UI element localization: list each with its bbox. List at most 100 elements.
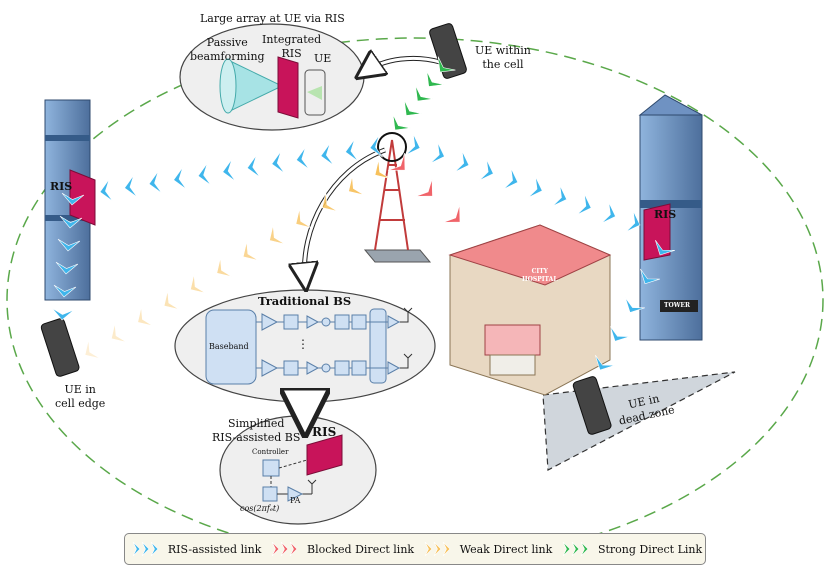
ris-link-chevron: [369, 135, 383, 158]
simplified-antenna: [307, 479, 317, 494]
ris-link-chevron: [173, 167, 187, 190]
pa-amplifier: [287, 486, 304, 502]
blocked-link-chevron: [387, 152, 406, 171]
passive-beamforming-label: Passive beamforming: [190, 36, 265, 63]
legend-chevron: [580, 541, 589, 557]
rf-combiner-block: [369, 308, 387, 384]
legend-chevron: [571, 541, 580, 557]
weak-link-chevron: [111, 323, 127, 343]
baseband-block: [205, 309, 257, 385]
legend-item-weak: Weak Direct link: [420, 541, 552, 557]
ris-link-chevron: [595, 354, 615, 371]
weak-link-chevron: [242, 241, 259, 261]
strong-link-chevrons: [392, 56, 456, 131]
ue-within-cell-phone: [429, 23, 467, 79]
ris-link-chevron: [610, 326, 630, 342]
legend-chevron: [141, 541, 150, 557]
ris-link-chevron: [552, 185, 568, 207]
legend-item-strong: Strong Direct Link: [558, 541, 702, 557]
ris-link-chevron: [640, 268, 660, 285]
weak-link-chevrons: [84, 159, 391, 359]
ris-link-chevron: [430, 142, 445, 164]
ris-link-chevrons-right-down: [595, 239, 675, 371]
integrated-ris-panel: [277, 56, 299, 119]
legend-chevron: [150, 541, 159, 557]
ris-link-chevron: [320, 143, 334, 166]
ris-link-chevrons-right: [405, 133, 641, 233]
ris-right-label: RIS: [654, 208, 677, 221]
legend-label-blocked: Blocked Direct link: [307, 542, 415, 556]
legend-chevron: [424, 541, 433, 557]
weak-link-chevron: [295, 208, 312, 228]
yellow-chevron-icon: [424, 541, 451, 557]
ris-link-chevrons-left: [99, 135, 383, 202]
tower-sign: TOWER: [664, 302, 690, 309]
legend-chevron: [562, 541, 571, 557]
ue-cell-edge-label: UE in cell edge: [55, 383, 106, 410]
simplified-bs-title: Simplified RIS-assisted BS: [212, 417, 301, 444]
weak-link-chevron: [269, 225, 285, 245]
traditional-bs-title: Traditional BS: [258, 294, 352, 308]
weak-link-chevron: [84, 339, 101, 359]
ue-dead-zone-phone: [572, 376, 612, 435]
svg-text:⋮: ⋮: [297, 337, 309, 351]
legend-box: RIS-assisted link Blocked Direct link We…: [124, 533, 706, 565]
right-building: [638, 94, 703, 341]
ris-link-chevron: [246, 155, 261, 178]
weak-link-chevron: [321, 192, 338, 212]
blocked-link-chevrons: [387, 152, 461, 223]
legend-chevron: [442, 541, 451, 557]
legend-chevron: [271, 541, 280, 557]
ris-link-chevron: [61, 192, 85, 206]
weak-link-chevron: [348, 176, 364, 196]
strong-link-chevron: [426, 70, 445, 87]
bs-antennas: [400, 307, 413, 369]
strong-link-chevron: [404, 99, 422, 116]
blocked-link-chevron: [415, 178, 433, 197]
ris-left-label: RIS: [50, 180, 73, 193]
controller-label: Controller: [252, 448, 289, 456]
weak-link-chevron: [374, 159, 391, 179]
strong-link-chevron: [437, 56, 456, 73]
weak-link-chevron: [216, 257, 233, 278]
ris-link-chevron: [655, 239, 675, 256]
baseband-label: Baseband: [209, 342, 249, 351]
ris-link-chevron: [527, 176, 543, 198]
legend-chevron: [289, 541, 298, 557]
strong-link-chevron: [392, 114, 411, 131]
ris-link-chevron: [405, 133, 421, 156]
rf-chain-bottom: [256, 359, 401, 377]
blocked-link-chevron: [442, 204, 461, 223]
small-ue-label: UE: [314, 52, 332, 65]
red-chevron-icon: [271, 541, 298, 557]
simplified-ris-label: RIS: [312, 425, 337, 439]
ris-link-chevron: [271, 151, 285, 174]
ris-link-chevron: [576, 193, 592, 215]
legend-label-strong: Strong Direct Link: [597, 542, 703, 556]
controller-chip: [262, 459, 280, 477]
ris-link-chevrons-left-down: [51, 192, 85, 321]
ris-link-chevron: [479, 159, 494, 181]
integrated-ris-label: Integrated RIS: [262, 33, 322, 60]
ris-link-chevron: [53, 284, 77, 298]
ris-link-chevron: [454, 150, 470, 173]
passive-beamforming-cone: [219, 58, 284, 114]
ris-link-chevron: [51, 307, 75, 321]
cos-label: cos(2πfₑt): [240, 504, 280, 513]
ue-within-cell-label: UE within the cell: [475, 44, 531, 71]
cell-tower: [363, 132, 432, 263]
large-array-title: Large array at UE via RIS: [200, 12, 345, 25]
hospital-building: [448, 224, 612, 396]
weak-link-chevron: [163, 290, 180, 310]
ris-link-chevron: [625, 210, 641, 233]
ris-link-chevron: [57, 238, 81, 252]
blue-chevron-icon: [132, 541, 159, 557]
legend-chevron: [132, 541, 141, 557]
legend-item-ris: RIS-assisted link: [128, 541, 261, 557]
ris-link-chevron: [197, 163, 212, 186]
ris-link-chevron: [99, 179, 113, 202]
green-chevron-icon: [562, 541, 589, 557]
simplified-ris-panel: [306, 434, 343, 476]
pa-label: PA: [290, 496, 301, 505]
ue-cell-edge-phone: [40, 318, 80, 377]
